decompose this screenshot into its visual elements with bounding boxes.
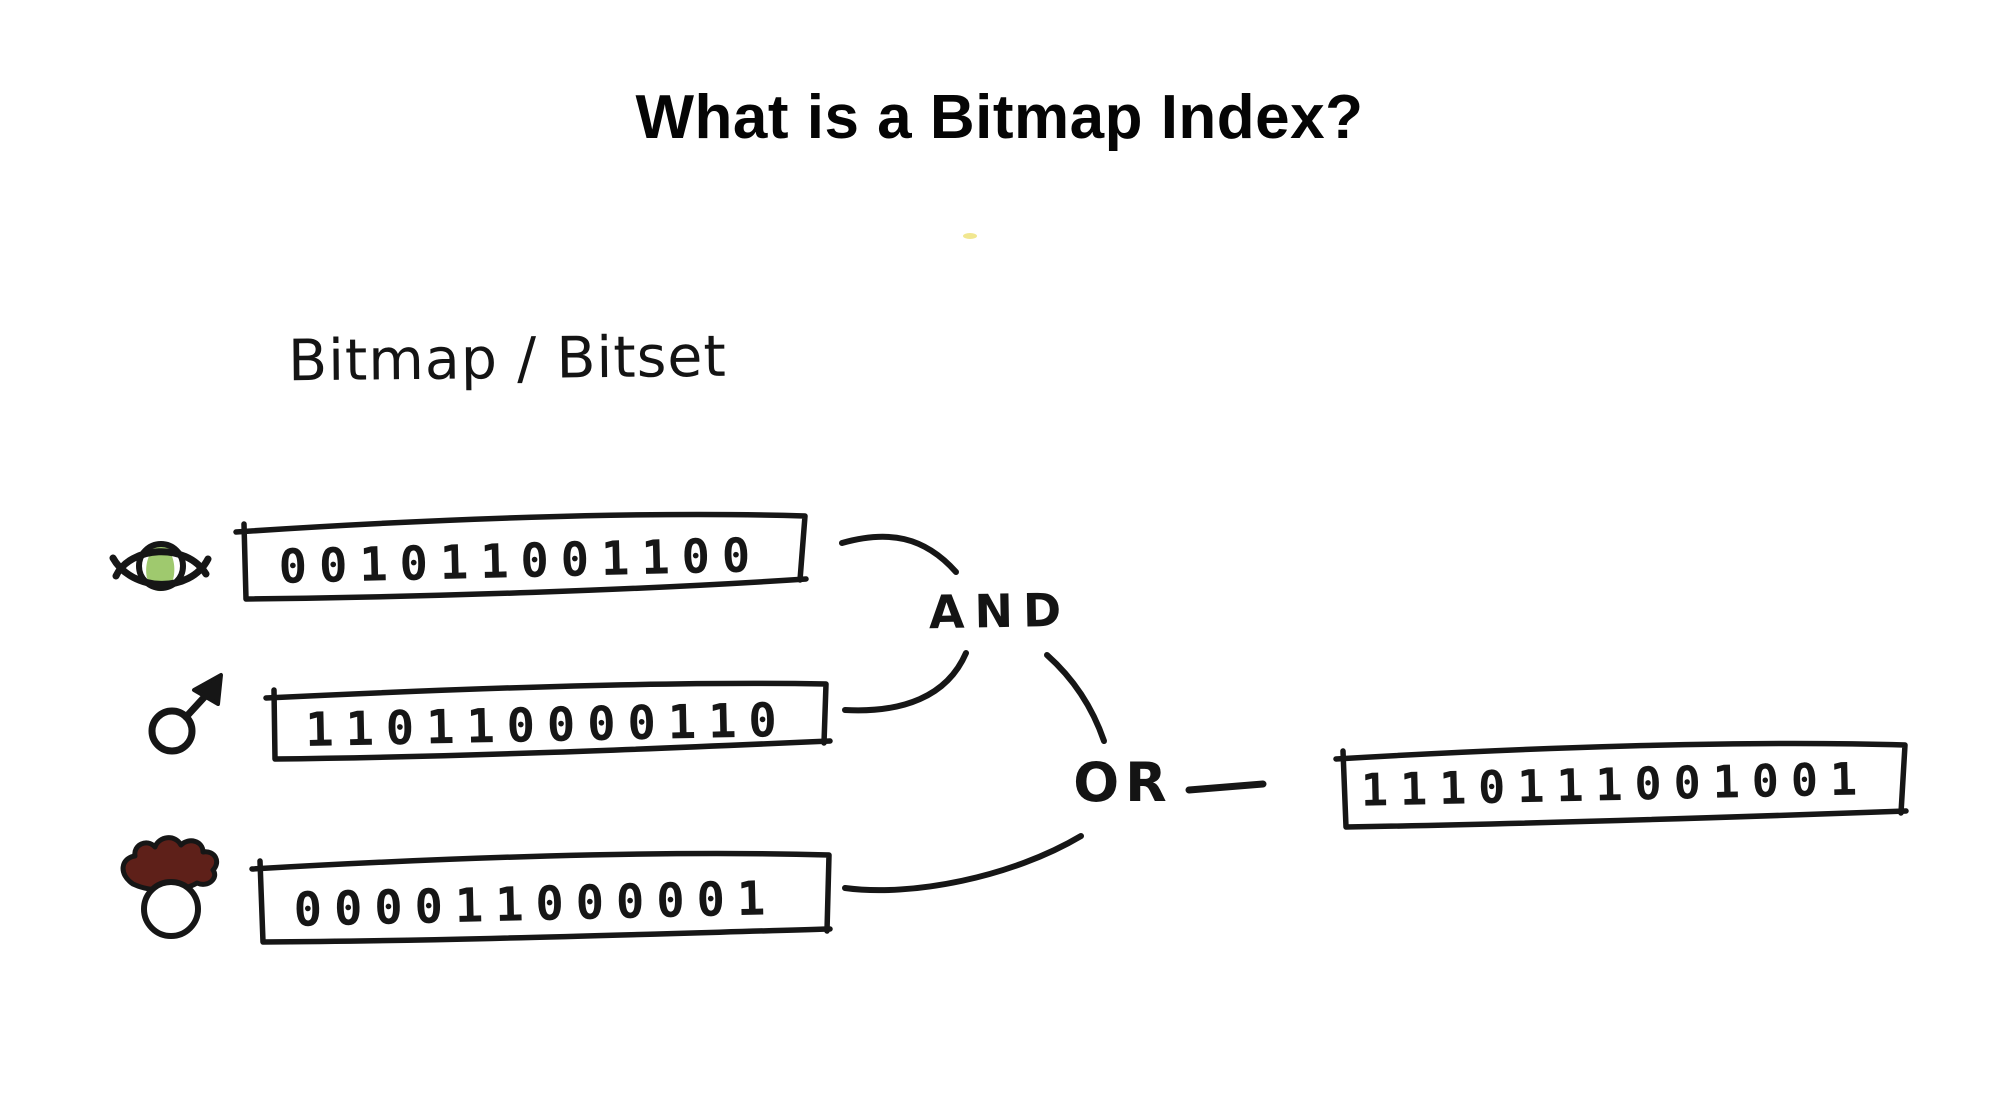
result-box-top-right <box>1333 740 1908 816</box>
bitmap-row-hair-bits: 000011000001 <box>293 871 778 938</box>
connector-eye-to-and <box>839 533 959 575</box>
male-icon-circle <box>148 707 196 755</box>
person-hair <box>120 835 220 893</box>
connector-or-to-result <box>1185 780 1267 794</box>
result-bits: 1110111001001 <box>1360 752 1870 817</box>
connector-male-to-and <box>842 650 969 714</box>
connector-and-to-or <box>1044 652 1107 744</box>
person-face <box>141 879 201 939</box>
bit-box-hair <box>249 850 833 945</box>
bit-box-eye <box>233 511 809 602</box>
result-box <box>1333 740 1909 830</box>
male-icon-arrowhead <box>192 673 223 706</box>
or-operator-label: OR <box>1073 751 1173 814</box>
connector-hair-to-or <box>842 833 1084 894</box>
bit-box-hair-left-bottom <box>257 858 833 945</box>
bitmap-row-male-bits: 110110000110 <box>304 692 790 759</box>
bit-box-eye-top-right <box>233 511 808 583</box>
page-title: What is a Bitmap Index? <box>635 83 1364 152</box>
and-operator-label: AND <box>928 582 1072 640</box>
eye-icon <box>109 541 212 592</box>
person-curly-hair-icon <box>120 835 220 939</box>
bit-box-male-left-bottom <box>271 687 833 762</box>
eye-iris-outline <box>136 541 186 591</box>
bit-box-male <box>263 680 833 762</box>
bit-box-hair-top-right <box>249 850 832 934</box>
male-icon <box>148 673 223 755</box>
yellow-smudge <box>963 233 977 239</box>
eye-lower-lid <box>109 554 212 588</box>
bit-box-eye-left-bottom <box>241 521 809 602</box>
bit-box-male-top-right <box>263 680 829 746</box>
result-box-left-bottom <box>1340 748 1909 830</box>
